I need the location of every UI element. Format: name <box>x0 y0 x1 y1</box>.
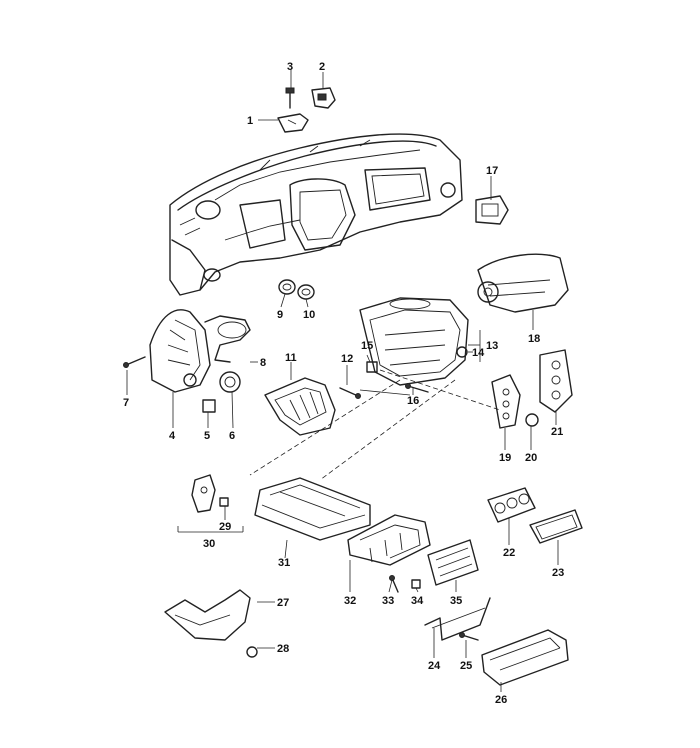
part-27-support-bracket <box>164 589 251 641</box>
part-34-clip <box>411 579 421 589</box>
part-30-bracket-set <box>191 474 229 513</box>
part-number-label-27: 27 <box>277 597 289 609</box>
part-6-knob <box>219 371 241 393</box>
connector-line <box>379 369 501 411</box>
part-5-clip <box>202 399 216 413</box>
part-number-label-8: 8 <box>260 357 266 369</box>
part-number-label-6: 6 <box>229 430 235 442</box>
part-number-label-30: 30 <box>203 538 215 550</box>
part-number-label-9: 9 <box>277 309 283 321</box>
part-number-label-31: 31 <box>278 557 290 569</box>
part-32-mounting-frame <box>347 514 431 566</box>
part-2-connector <box>311 87 336 109</box>
part-number-label-35: 35 <box>450 595 462 607</box>
part-31-radio-unit <box>254 477 371 541</box>
part-number-label-16: 16 <box>407 395 419 407</box>
part-9-grommet <box>278 279 296 295</box>
connector-line <box>249 379 401 476</box>
part-number-label-33: 33 <box>382 595 394 607</box>
part-number-label-20: 20 <box>525 452 537 464</box>
part-26-storage-tray <box>481 629 569 686</box>
leader-lines <box>126 70 559 692</box>
part-number-label-1: 1 <box>247 115 253 127</box>
part-3-screw <box>285 87 295 109</box>
part-number-label-10: 10 <box>303 309 315 321</box>
part-number-label-19: 19 <box>499 452 511 464</box>
part-number-label-3: 3 <box>287 61 293 73</box>
part-16-screw <box>405 383 429 393</box>
part-20-knob <box>525 413 539 427</box>
part-number-label-22: 22 <box>503 547 515 559</box>
part-number-label-4: 4 <box>169 430 176 442</box>
part-number-label-29: 29 <box>219 521 231 533</box>
part-10-ring <box>297 284 315 300</box>
part-24-bracket <box>424 597 491 641</box>
part-11-console-frame <box>264 377 336 436</box>
part-13-center-console <box>359 297 469 386</box>
part-number-label-2: 2 <box>319 61 325 73</box>
part-number-label-24: 24 <box>428 660 441 672</box>
part-22-control-panel <box>487 487 536 523</box>
part-7-screw <box>123 356 146 368</box>
part-number-label-14: 14 <box>472 347 485 359</box>
part-15-plug <box>366 361 378 373</box>
part-23-bezel <box>529 509 583 544</box>
part-1-bracket <box>277 113 309 133</box>
connector-line <box>319 379 456 481</box>
part-28-nut <box>246 646 258 658</box>
part-number-label-17: 17 <box>486 165 498 177</box>
part-number-label-18: 18 <box>528 333 540 345</box>
part-number-label-21: 21 <box>551 426 563 438</box>
part-18-passenger-module <box>477 253 569 313</box>
part-12-screw <box>339 387 361 399</box>
part-number-label-11: 11 <box>285 352 297 364</box>
part-17-switch <box>475 195 509 225</box>
part-19-vent-panel <box>491 374 521 429</box>
part-4-side-trim <box>149 309 211 393</box>
part-number-label-26: 26 <box>495 694 507 706</box>
part-number-label-28: 28 <box>277 643 289 655</box>
dashboard-panel <box>169 133 463 296</box>
part-number-label-32: 32 <box>344 595 356 607</box>
part-14-clip <box>456 346 468 358</box>
part-21-switch-panel <box>539 349 573 413</box>
part-number-label-23: 23 <box>552 567 564 579</box>
part-number-label-34: 34 <box>411 595 424 607</box>
part-number-label-7: 7 <box>123 397 129 409</box>
part-8-bracket <box>204 315 251 363</box>
part-number-label-12: 12 <box>341 353 353 365</box>
part-number-label-15: 15 <box>361 340 373 352</box>
part-35-front-panel <box>427 539 479 586</box>
part-number-label-13: 13 <box>486 340 498 352</box>
part-number-label-5: 5 <box>204 430 210 442</box>
part-25-screw <box>459 632 479 641</box>
part-number-label-25: 25 <box>460 660 472 672</box>
